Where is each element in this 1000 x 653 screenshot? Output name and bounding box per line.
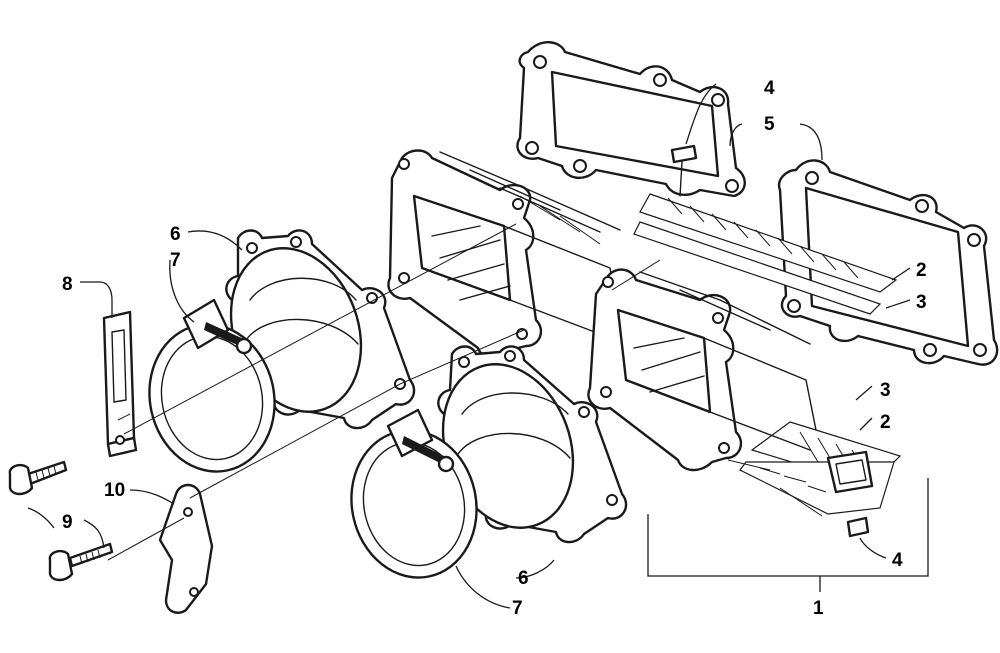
mounting-bracket xyxy=(102,310,138,458)
hose-clamp-upper xyxy=(148,298,276,473)
gasket-upper xyxy=(516,41,746,198)
bolt-lower xyxy=(48,542,114,582)
reed-cage-upper xyxy=(387,149,621,360)
callout-3-lower: 3 xyxy=(880,380,891,401)
callout-9: 9 xyxy=(62,512,73,533)
callout-8: 8 xyxy=(62,274,73,295)
callout-4-upper: 4 xyxy=(764,78,775,99)
callout-5: 5 xyxy=(764,114,775,135)
reed-stopper-lower xyxy=(739,450,895,515)
callout-10: 10 xyxy=(104,480,125,501)
callout-3-upper: 3 xyxy=(916,292,927,313)
screw-lower xyxy=(846,516,870,538)
leader-lines xyxy=(27,83,929,609)
callout-6-lower: 6 xyxy=(518,568,529,589)
callout-7-lower: 7 xyxy=(512,598,523,619)
callout-1: 1 xyxy=(813,598,824,619)
support-plate xyxy=(158,483,214,614)
assembly-lines xyxy=(107,223,823,561)
callout-6-upper: 6 xyxy=(170,224,181,245)
bolt-upper xyxy=(8,460,68,496)
intake-flange-lower xyxy=(437,345,628,544)
reed-stopper-upper xyxy=(633,221,882,315)
screw-upper xyxy=(670,144,698,197)
gasket-lower xyxy=(777,159,999,366)
callout-4-lower: 4 xyxy=(892,550,903,571)
hose-clamp-lower xyxy=(350,408,478,579)
reed-cage-lower xyxy=(587,268,817,472)
callout-2-lower: 2 xyxy=(880,412,891,433)
reed-petal-upper xyxy=(639,193,898,293)
callout-7-upper: 7 xyxy=(170,250,181,271)
callout-labels: 1 2 2 3 3 4 4 5 6 6 7 7 8 9 10 xyxy=(62,78,927,619)
callout-2-upper: 2 xyxy=(916,260,927,281)
